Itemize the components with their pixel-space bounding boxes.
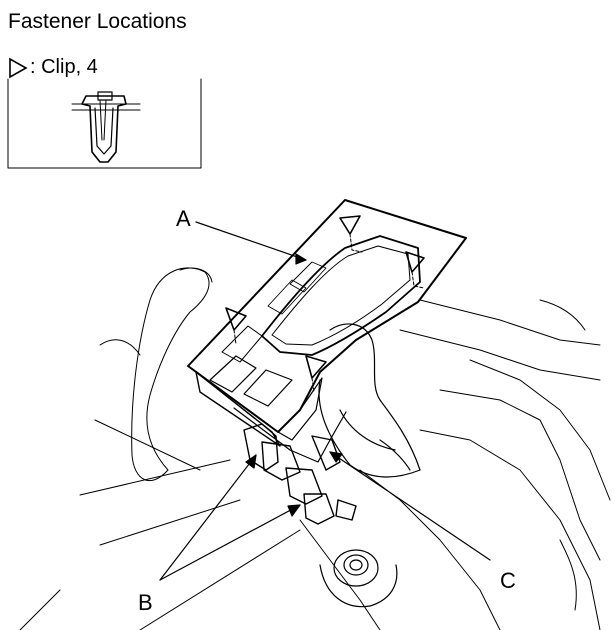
clip-marker-icon xyxy=(305,355,327,379)
legend: : Clip, 4 xyxy=(8,56,98,79)
diagram-title: Fastener Locations xyxy=(8,10,187,33)
leader-lines xyxy=(159,221,491,581)
seat-outline xyxy=(19,267,301,630)
upper-console-panel xyxy=(187,199,467,463)
clip-marker-icon xyxy=(339,215,361,235)
gear-knob xyxy=(319,549,398,608)
clip-marker-icon xyxy=(9,57,28,78)
legend-label: : Clip, 4 xyxy=(30,56,98,78)
clip-markers xyxy=(225,215,425,393)
clip-marker-icon xyxy=(405,251,425,273)
lower-brackets xyxy=(243,423,357,525)
clip-detail-inset xyxy=(7,78,202,169)
clip-marker-icon xyxy=(225,307,247,331)
callout-a: A xyxy=(176,206,191,231)
callout-c: C xyxy=(500,568,516,593)
callout-b: B xyxy=(138,590,153,615)
